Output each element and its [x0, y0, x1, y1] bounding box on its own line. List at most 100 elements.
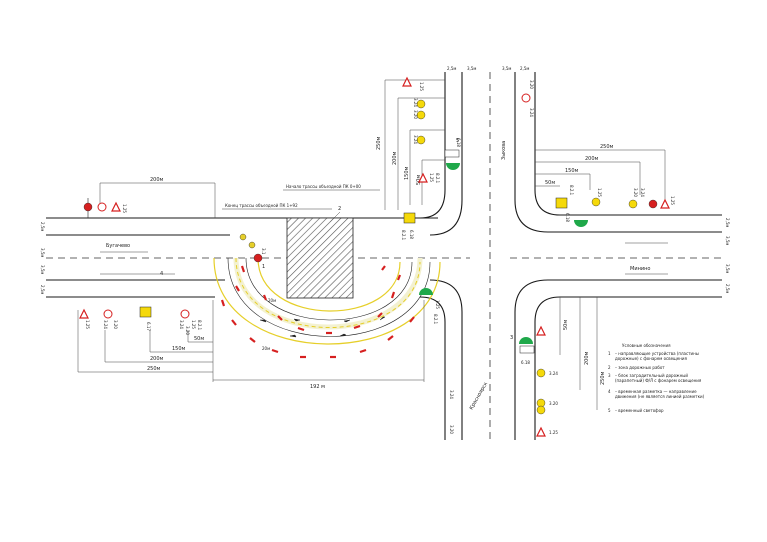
sign-324-e: 3.24 [640, 188, 645, 197]
legend-item-4: 4 [608, 389, 611, 394]
dim-250-east: 250м [600, 144, 614, 150]
sign-125-n: 1.25 [419, 82, 424, 91]
traffic-light-n-icon [446, 163, 460, 170]
signs-bypass-west: 3.1 1 [239, 233, 266, 270]
marker-5: 5 [456, 138, 459, 144]
marker-2: 2 [338, 206, 341, 212]
width-25-n2: 2,5м [520, 66, 529, 71]
sign-125-e: 1.25 [597, 188, 602, 197]
signs-west-bottom: 1.25 3.24 3.20 6.17 1.25 8.2.1 3.24 3.20 [79, 306, 202, 335]
sign-125-s2: 1.25 [549, 430, 558, 435]
signs-west-top: 1.25 [83, 198, 127, 218]
dimensions-east: 250м 200м 150м 50м 2,5м 3,5м 3,5м 2,5м [535, 144, 730, 293]
roadwork-warning-icon-s [536, 325, 546, 336]
legend-title: Условные обозначения [622, 343, 671, 348]
legend-item-5: 5 [608, 408, 611, 413]
width-35-e1: 3,5м [725, 236, 730, 245]
roadwork-warning-icon-n [402, 76, 412, 87]
dim-50-north: 50м [416, 175, 422, 185]
south-road-west-curve [419, 296, 446, 323]
sign-320-w: 3.20 [113, 320, 118, 329]
south-road-inner-west-curve [429, 279, 463, 313]
roadwork-warning-icon-e [660, 198, 670, 209]
barrier-blocks [220, 265, 415, 359]
no-entry-sign-icon-2 [253, 253, 263, 263]
sign-125-w: 1.25 [85, 320, 90, 329]
width-25-e1: 2,5м [725, 218, 730, 227]
north-road-west-curve [419, 189, 446, 219]
dim-150-north: 150м [404, 166, 410, 180]
sign-821-e: 8.2.1 [569, 185, 574, 196]
dimensions-north: 250м 200м 150м 50м 2,5м 3,5м 3,5м 2,5м [376, 66, 529, 210]
sign-320-n: 3.20 [413, 110, 418, 119]
sign-320-e: 3.20 [633, 188, 638, 197]
speed-sign-icon-s [536, 368, 546, 378]
width-35-n2: 3,5м [502, 66, 511, 71]
legend: Условные обозначения 1 – направляющие ус… [608, 343, 705, 413]
dim-50-bottom: 50м [194, 336, 204, 342]
width-25-e2: 2,5м [725, 284, 730, 293]
sign-125-s: 1.25 [435, 300, 440, 309]
traffic-light-s-icon [419, 288, 433, 295]
sign-821-w: 8.2.1 [197, 320, 202, 331]
traffic-light-s2-icon [519, 337, 533, 344]
legend-item-3: 3 [608, 373, 611, 378]
sign-125-w3: 1.25 [122, 204, 127, 213]
speed-sign-icon-n2 [416, 135, 426, 145]
legend-item-1: 1 [608, 351, 611, 356]
width-35-n1: 3,5м [467, 66, 476, 71]
bypass-arrows [259, 316, 386, 338]
sign-324-n: 3.24 [413, 98, 418, 107]
dim-50-east: 50м [545, 180, 555, 186]
width-35-e2: 3,5м [725, 264, 730, 273]
south-road-inner-east-curve [514, 279, 549, 313]
sign-618-e: 6.18 [565, 213, 570, 222]
north-road-inner-west-curve [429, 199, 463, 236]
marker-1: 1 [262, 264, 265, 270]
width-25-w1: 2,5м [40, 222, 45, 231]
dim-200-east: 200м [585, 156, 599, 162]
dim-150-east: 150м [565, 168, 579, 174]
legend-item-2-text: – зона дорожных работ [615, 365, 665, 370]
sign-821-n: 8.2.1 [435, 173, 440, 184]
sign-320-n2: 3.20 [529, 80, 534, 89]
sign-324-n3: 3.24 [529, 108, 534, 117]
speed-sign-icon-w [103, 309, 113, 319]
speed-sign-icon-w2 [180, 309, 190, 319]
sign-125-w2: 1.25 [191, 320, 196, 329]
traffic-light-e-icon [574, 220, 588, 227]
sign-618-n: 6.18 [456, 138, 461, 147]
dim-200-top: 200м [150, 177, 164, 183]
dimensions-west: 200м 250м 200м 150м 50м 192 м 20м 20м 3,… [40, 177, 425, 390]
speed-sign-icon-n [416, 99, 426, 109]
north-road-east-curve [534, 189, 561, 216]
sign-320-s2: 3.20 [549, 401, 558, 406]
south-road-east-curve [534, 296, 561, 323]
dim-200-south: 200м [584, 351, 590, 365]
sign-821-s: 8.2.1 [433, 314, 438, 325]
dim-250-south: 250м [600, 371, 606, 385]
signs-east: 8.2.1 1.25 3.20 3.24 1.25 6.18 [555, 185, 675, 227]
sign-324-w: 3.24 [103, 320, 108, 329]
dim-20-b: 20м [268, 298, 276, 303]
signs-south: 1.25 8.2.1 3.24 3.20 3 6.18 3.24 3.20 1.… [419, 288, 558, 437]
work-zone [286, 217, 354, 299]
roadwork-warning-icon [111, 201, 121, 212]
roadwork-warning-icon-2 [79, 308, 89, 319]
bypass-yellow-mid [235, 257, 421, 328]
speed-sign-icon-e [591, 197, 601, 207]
sign-324-n2: 3.24 [413, 135, 418, 144]
detour-sign-icon-n [403, 212, 416, 224]
road-network [46, 72, 722, 440]
no-overtaking-sign-icon-s [536, 398, 546, 408]
bypass-start-label: Начало трассы объездной ПК 0+00 [286, 184, 361, 189]
sign-320-w2: 3.20 [185, 326, 190, 335]
marker-2-leader [329, 211, 341, 223]
route-plate-n [444, 149, 460, 158]
sign-618-s: 6.18 [521, 360, 530, 365]
village-west-label: Бугачево [106, 243, 130, 249]
no-entry-sign-icon [83, 202, 93, 212]
dim-200-bottom: 200м [150, 356, 164, 362]
